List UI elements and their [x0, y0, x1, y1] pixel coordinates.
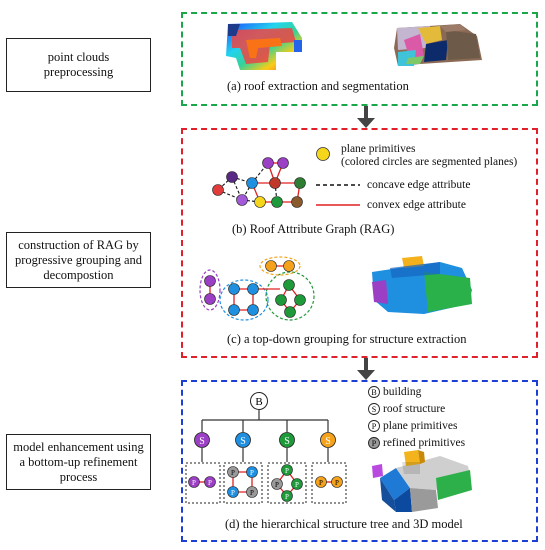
- svg-text:S: S: [240, 436, 246, 447]
- legend-concave: concave edge attribute: [367, 179, 471, 191]
- svg-text:S: S: [284, 436, 290, 447]
- stage-box-preprocessing: point clouds preprocessing: [6, 38, 151, 92]
- panel-hierarchical-tree: [181, 380, 538, 542]
- svg-text:S: S: [325, 436, 331, 447]
- hierarchy-tree: B S S S S P P P P P P P P P P P P: [185, 392, 347, 504]
- svg-text:P: P: [250, 469, 254, 477]
- svg-text:P: P: [250, 489, 254, 497]
- panel-rag: [181, 128, 538, 358]
- svg-text:P: P: [372, 422, 377, 431]
- legend-convex: convex edge attribute: [367, 199, 466, 211]
- svg-text:B: B: [371, 388, 376, 397]
- svg-text:P: P: [231, 489, 235, 497]
- svg-text:P: P: [319, 479, 323, 487]
- grouping-graph: [199, 256, 315, 321]
- caption-c: (c) a top-down grouping for structure ex…: [227, 332, 467, 346]
- stage-box-model-enhancement: model enhancement using a bottom-up refi…: [6, 434, 151, 490]
- legend-building: building: [383, 386, 422, 398]
- svg-text:S: S: [199, 436, 205, 447]
- svg-text:P: P: [231, 469, 235, 477]
- svg-text:P: P: [295, 481, 299, 489]
- segmented-roof-image: [394, 24, 482, 66]
- svg-text:P: P: [372, 439, 377, 448]
- legend-roof-structure: roof structure: [383, 403, 446, 415]
- svg-text:S: S: [372, 405, 376, 414]
- rag-graph: [212, 157, 306, 208]
- svg-text:P: P: [275, 481, 279, 489]
- stage-label-model-enhancement: model enhancement using a bottom-up refi…: [13, 439, 144, 484]
- legend-plane-primitives: plane primitives: [383, 420, 458, 432]
- stage-box-rag-construction: construction of RAG by progressive group…: [6, 232, 151, 288]
- legend-d-symbols: B S P P: [368, 386, 380, 449]
- caption-d: (d) the hierarchical structure tree and …: [225, 517, 463, 531]
- stage-label-rag-construction: construction of RAG by progressive group…: [14, 237, 143, 282]
- svg-text:P: P: [192, 479, 196, 487]
- legend-plane-circle-icon: [316, 147, 330, 161]
- stage-label-preprocessing: point clouds preprocessing: [43, 50, 114, 79]
- svg-text:P: P: [335, 479, 339, 487]
- caption-a: (a) roof extraction and segmentation: [227, 79, 409, 93]
- svg-text:B: B: [255, 396, 262, 408]
- legend-refined-primitives: refined primitives: [383, 437, 466, 449]
- caption-b: (b) Roof Attribute Graph (RAG): [232, 222, 395, 236]
- svg-text:P: P: [285, 493, 289, 501]
- point-cloud-model-image: [372, 256, 472, 314]
- building-3d-model-image: [372, 450, 472, 512]
- legend-plane-line2: (colored circles are segmented planes): [341, 156, 518, 168]
- legend-plane-line1: plane primitives: [341, 143, 416, 155]
- heatmap-roof-image: [226, 22, 302, 70]
- svg-text:P: P: [208, 479, 212, 487]
- panel-roof-extraction: [181, 12, 538, 106]
- svg-text:P: P: [285, 467, 289, 475]
